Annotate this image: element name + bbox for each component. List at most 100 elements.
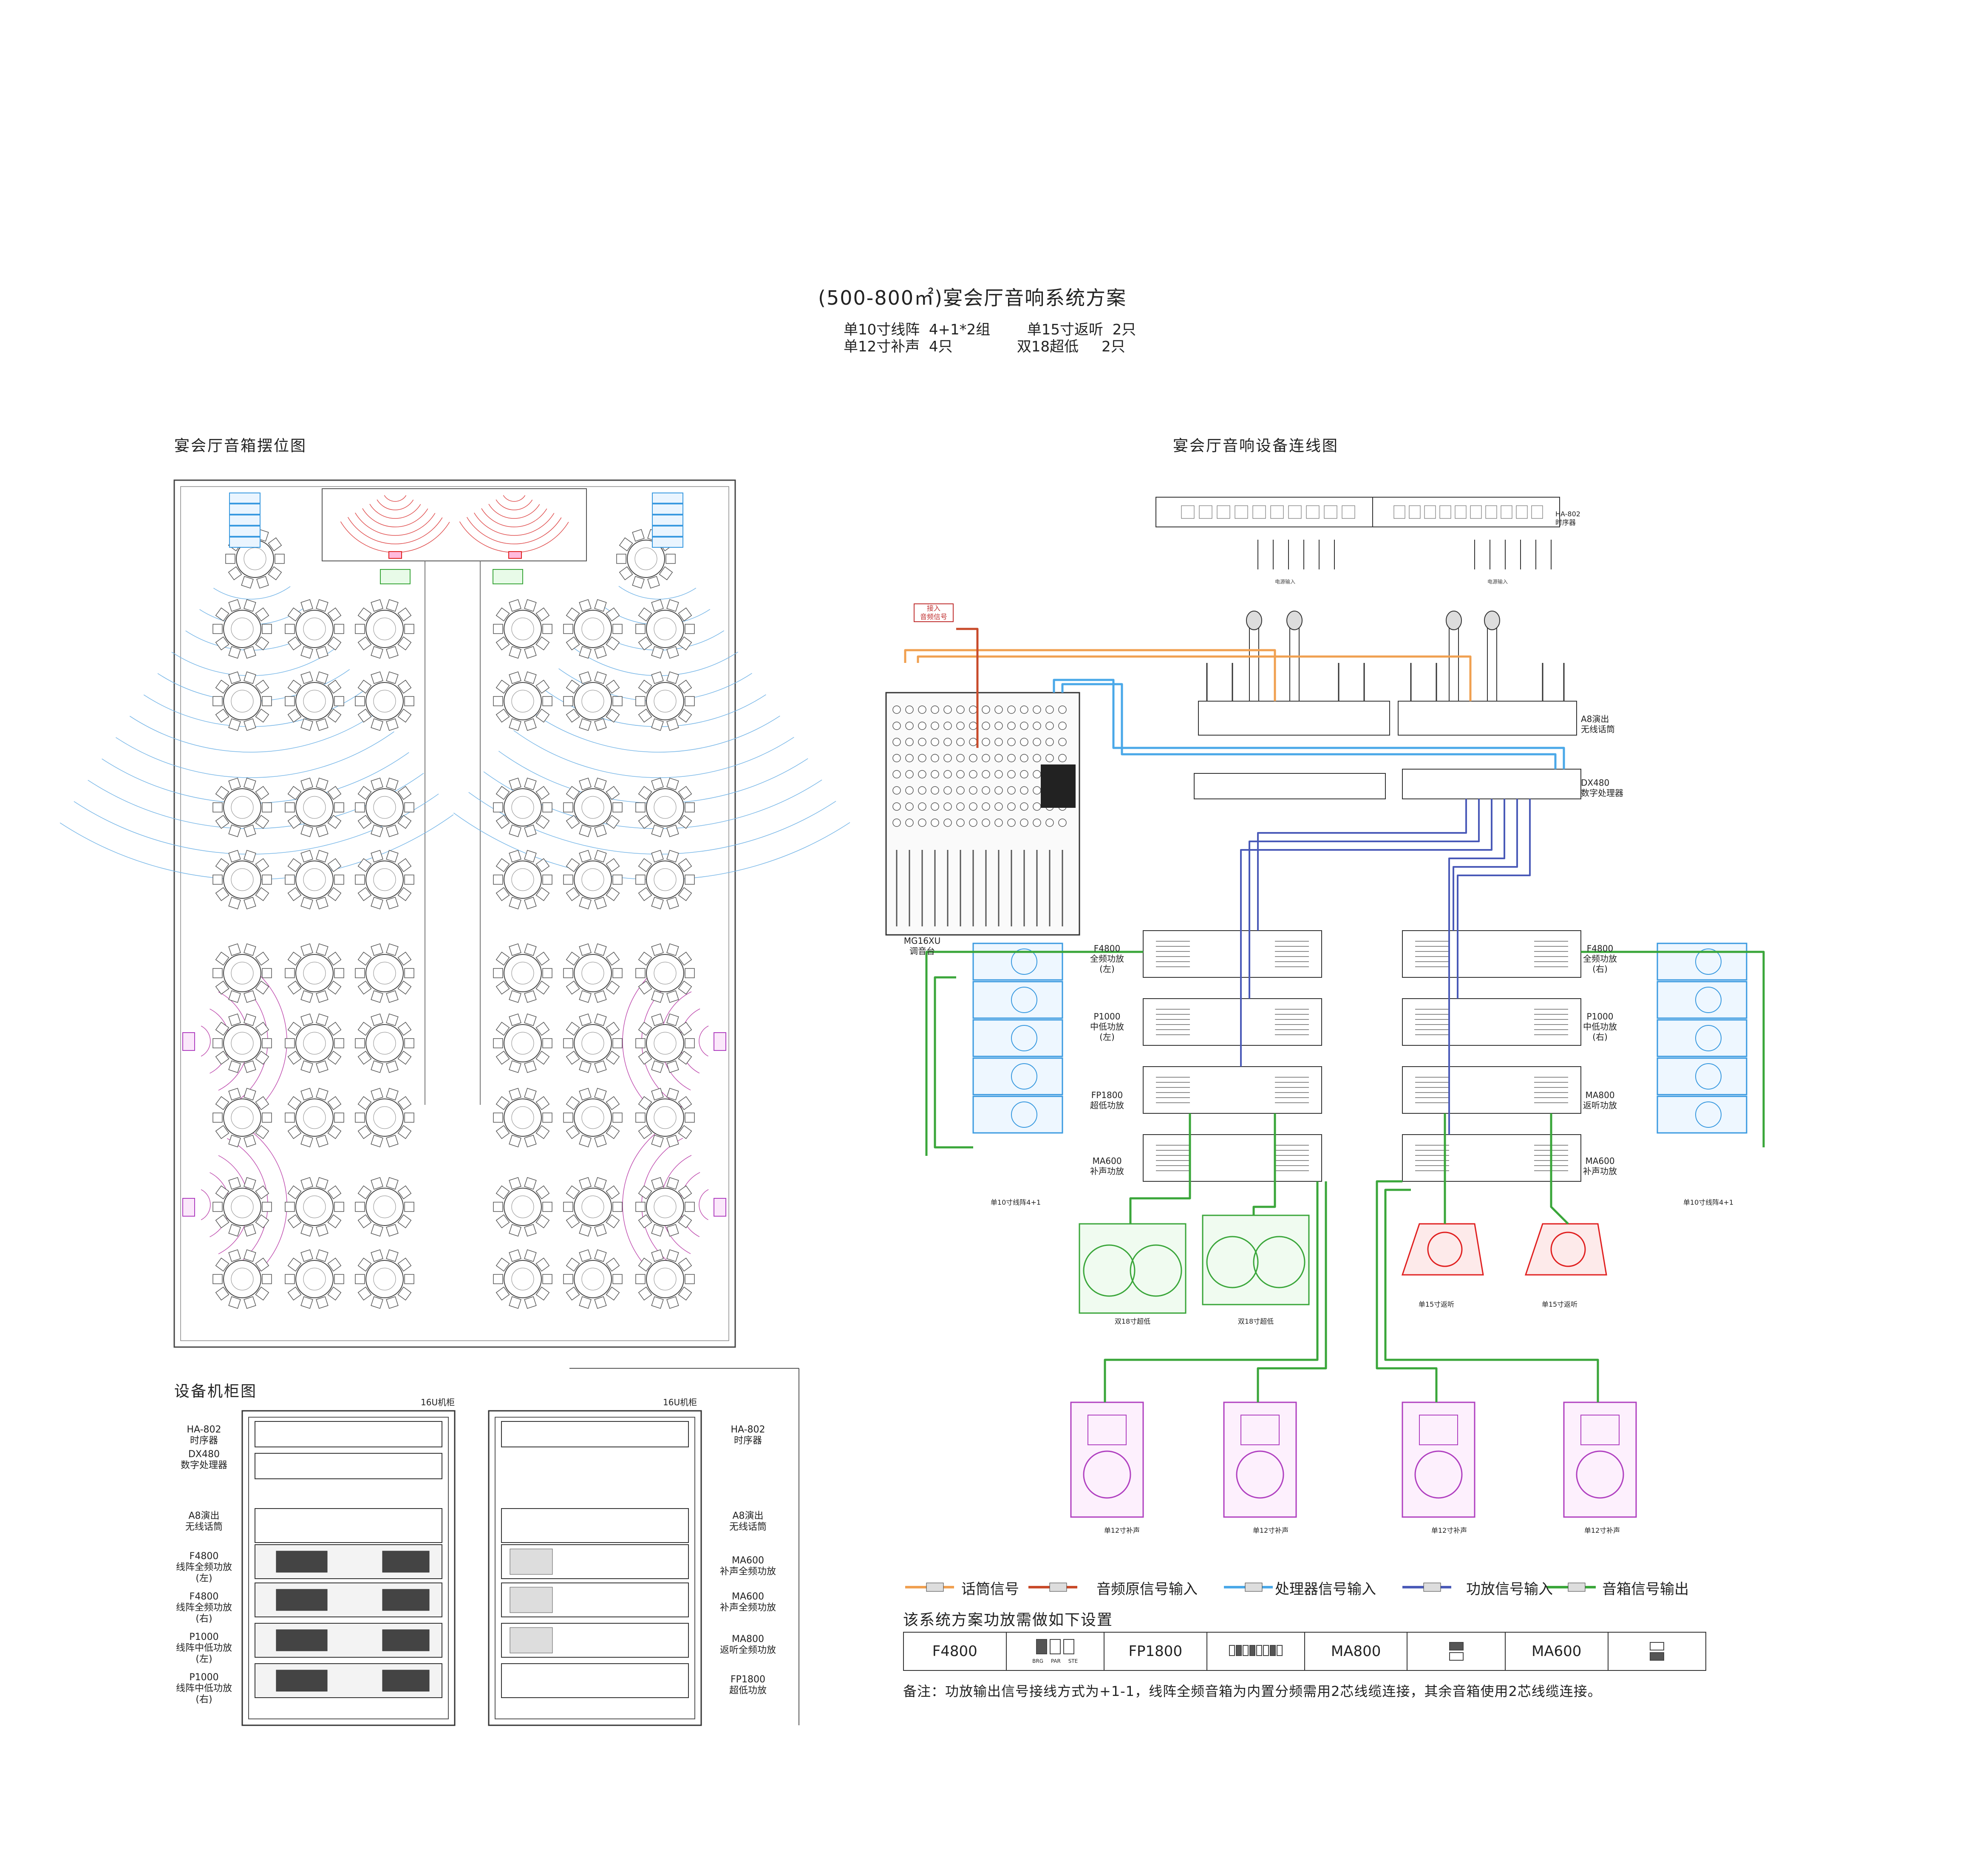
rack-left-label-6: P1000 线阵中低功放 (左): [176, 1632, 232, 1665]
chair: [386, 1177, 399, 1190]
chair: [215, 815, 229, 829]
chair: [685, 875, 695, 885]
horn-icon: [1240, 1415, 1280, 1445]
chair: [357, 980, 372, 995]
chair: [563, 802, 573, 812]
table-center: [373, 617, 396, 640]
round-table: [635, 1177, 695, 1237]
chair: [666, 943, 679, 956]
round-table: [635, 850, 695, 909]
round-table: [493, 671, 552, 731]
round-table: [212, 943, 272, 1003]
fill-coverage-arc: [699, 1189, 709, 1220]
table-top: [295, 1024, 334, 1062]
round-table: [212, 1013, 272, 1073]
chair: [685, 968, 695, 978]
chair: [496, 708, 510, 723]
chair: [262, 1202, 272, 1212]
toggle-switch-icon: [1649, 1652, 1664, 1661]
table-center: [511, 1106, 534, 1129]
chair: [594, 1135, 607, 1147]
chair: [594, 1088, 607, 1101]
subwoofer-left-icon: [1079, 1223, 1187, 1314]
line-array-right-icon: [652, 493, 683, 504]
chair: [228, 718, 241, 731]
round-table: [493, 599, 552, 659]
setting-amp-ma600: MA600: [1504, 1632, 1609, 1671]
subwoofer-right-icon: [1202, 1214, 1310, 1305]
rack-left-label-3: A8演出 无线话筒: [185, 1511, 223, 1532]
microphone-head-icon: [1484, 611, 1500, 630]
rack-frame: [248, 1417, 449, 1719]
chair: [606, 887, 620, 901]
chair: [287, 951, 302, 966]
chair: [638, 951, 652, 966]
chair: [535, 980, 550, 995]
chair: [542, 624, 552, 634]
chair: [594, 646, 607, 659]
chair: [678, 951, 692, 966]
chair: [287, 858, 302, 872]
coverage-arc-left: [213, 586, 291, 600]
chair: [371, 1060, 383, 1073]
mixer-knob: [982, 722, 990, 730]
chair: [535, 887, 550, 901]
amp-input-cable: [1448, 799, 1505, 1135]
driver-icon: [1695, 987, 1722, 1013]
table-top: [646, 682, 684, 720]
chair: [357, 1125, 372, 1139]
chair: [496, 858, 510, 872]
mixer-knob: [931, 738, 939, 746]
table-center: [231, 690, 254, 713]
chair: [509, 718, 521, 731]
chair: [566, 1185, 580, 1200]
mixer-knob: [1045, 738, 1054, 746]
chair: [635, 624, 646, 634]
chair: [397, 636, 412, 651]
round-table: [285, 1013, 344, 1073]
chair: [606, 1022, 620, 1036]
chair: [255, 636, 269, 651]
line-array-left-icon: [229, 537, 261, 548]
chair: [404, 802, 414, 812]
amp-panel-icon: [276, 1629, 328, 1651]
chair: [566, 887, 580, 901]
mixer-knob: [892, 705, 901, 714]
chair: [678, 636, 692, 651]
chair: [215, 951, 229, 966]
chair: [666, 850, 679, 863]
mixer-knob: [1007, 818, 1016, 827]
chair: [386, 1296, 399, 1309]
amp-input-cable: [1249, 799, 1480, 999]
chair: [355, 1274, 365, 1284]
chair: [386, 1060, 399, 1073]
chair: [212, 1038, 223, 1048]
chair: [371, 1135, 383, 1147]
chair: [496, 815, 510, 829]
chair: [316, 646, 329, 659]
mixer-knob: [994, 754, 1003, 762]
chair: [678, 858, 692, 872]
chair: [563, 1274, 573, 1284]
chair: [594, 850, 607, 863]
chair: [316, 718, 329, 731]
chair: [666, 990, 679, 1003]
chair: [612, 1274, 623, 1284]
stage-monitor-arc: [377, 499, 414, 510]
mixer-knob: [969, 786, 977, 795]
mixer-knob: [1020, 705, 1028, 714]
table-top: [223, 1188, 261, 1226]
chair: [566, 708, 580, 723]
chair: [255, 1185, 269, 1200]
chair: [255, 1050, 269, 1065]
stage-monitor-arc: [355, 512, 436, 536]
line-array-right-label: 单10寸线阵4+1: [1683, 1198, 1734, 1206]
chair: [262, 802, 272, 812]
chair: [509, 1177, 521, 1190]
driver-icon: [1695, 1063, 1722, 1090]
chair: [638, 1286, 652, 1301]
subwoofer-right-label: 双18寸超低: [1238, 1317, 1274, 1325]
mixer-knob: [982, 754, 990, 762]
chair: [316, 943, 329, 956]
rack-left-label-1: HA-802 时序器: [187, 1424, 221, 1446]
